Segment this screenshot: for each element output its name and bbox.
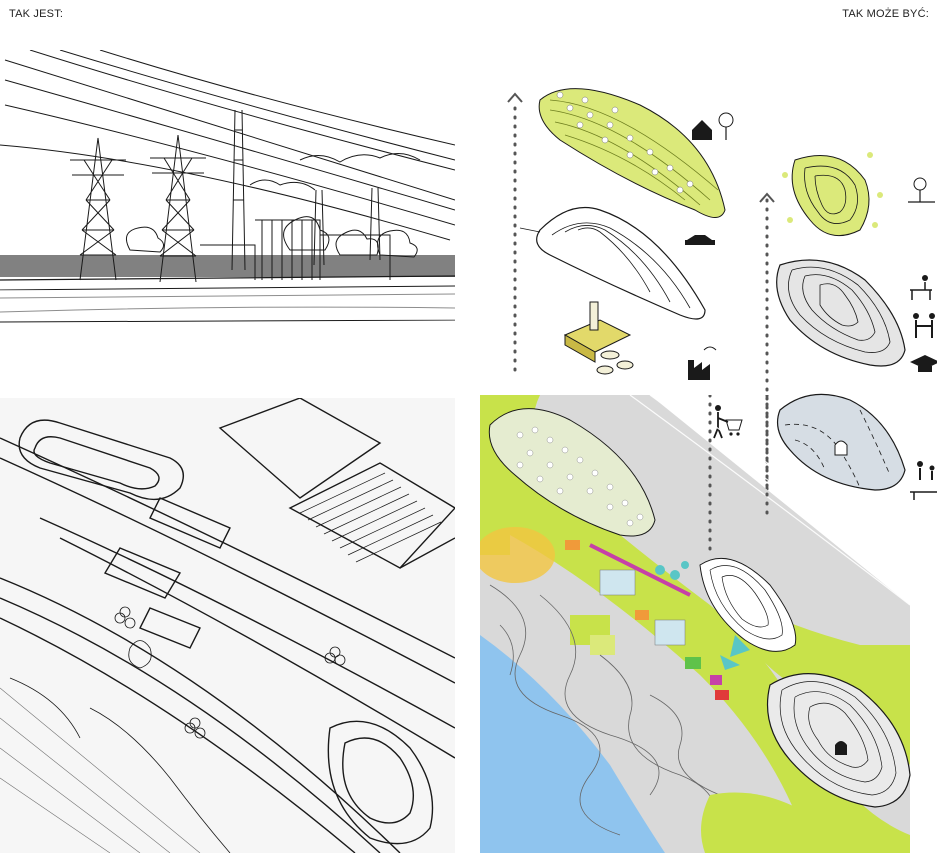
house-tree-icon xyxy=(692,112,734,140)
desk-person-icon xyxy=(910,275,932,300)
car-icon xyxy=(685,235,715,245)
proposed-site-plan xyxy=(480,395,911,853)
label-future-state: TAK MOŻE BYĆ: xyxy=(842,8,929,20)
factory-icon xyxy=(688,346,717,380)
power-plant-sketch xyxy=(0,50,455,323)
concept-forms xyxy=(507,88,937,520)
graduation-cap-icon xyxy=(910,355,937,372)
site-plan-sketch xyxy=(0,398,455,853)
shopping-cart-person-icon xyxy=(713,405,743,439)
tree-bench-icon xyxy=(908,177,935,203)
handshake-icon xyxy=(913,313,935,338)
label-current-state: TAK JEST: xyxy=(9,8,64,20)
